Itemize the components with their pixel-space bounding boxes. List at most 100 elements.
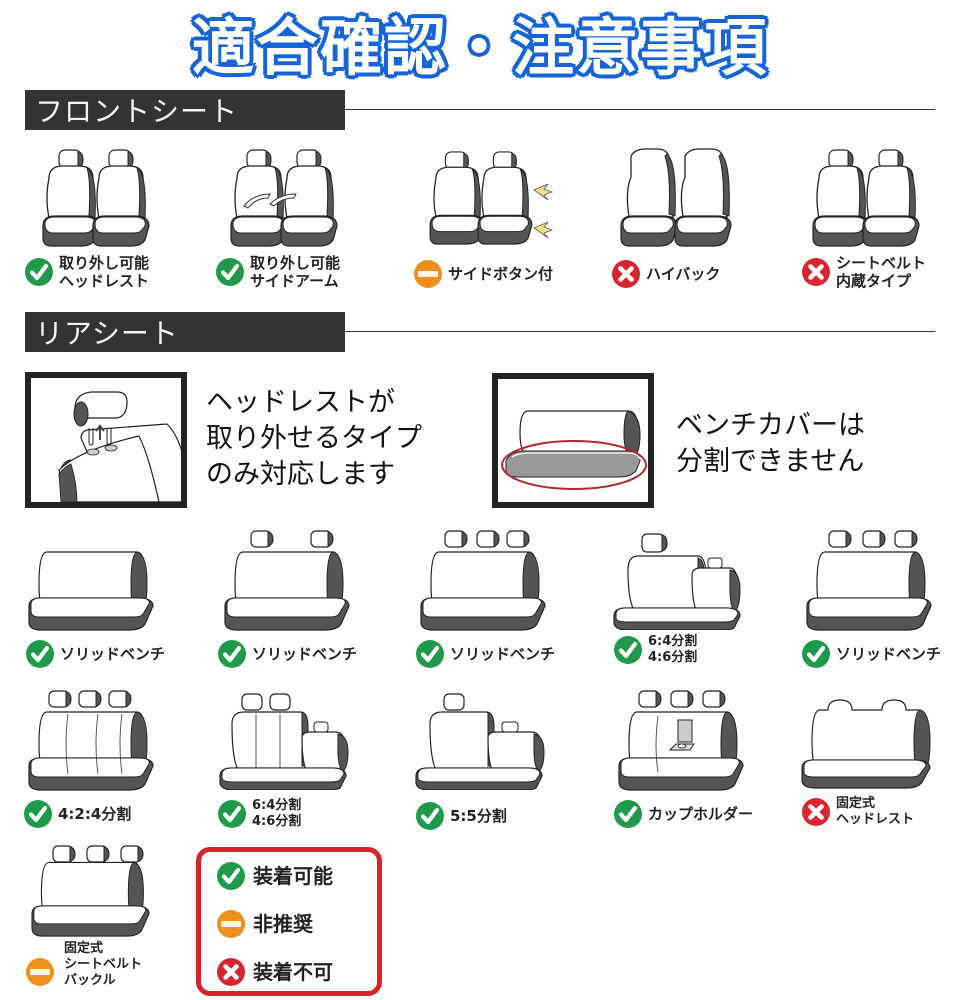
item-label: カップホルダー [648,805,754,823]
legend-item-compatible: 装着可能 [217,862,333,890]
item-label: 取り外し可能 [250,254,341,272]
legend-item-not-recommended: 非推奨 [217,910,313,938]
minus-icon [26,958,54,986]
check-icon [26,640,54,668]
cross-icon [612,260,640,288]
item-label: 内蔵タイプ [836,272,912,290]
item-label: ソリッドベンチ [60,645,166,663]
front-item-removable-side-arm: 取り外し可能 サイドアーム [216,148,390,298]
minus-icon [414,260,442,288]
rear-item-split-424: 4:2:4分割 [22,690,192,835]
minus-icon [217,910,245,938]
bench-notice-text: ベンチカバーは 分割できません [676,408,865,480]
bench-cover-not-split-icon [501,410,647,490]
check-icon [614,800,642,828]
rear-item-solid-bench-4: ソリッドベンチ [800,530,960,670]
item-label: ヘッドレスト [59,272,150,290]
rear-item-split-64-b: 6:4分割 4:6分割 [218,690,388,835]
check-icon [416,640,444,668]
notice-line: ヘッドレストが [206,387,395,418]
notice-line: ベンチカバーは [676,410,865,441]
front-seat-illustration [668,148,738,248]
front-item-side-button: サイドボタン付 [414,148,590,298]
item-label: 5:5分割 [450,807,507,825]
rear-item-solid-bench-3: ソリッドベンチ [414,530,584,670]
notice-line: 分割できません [676,446,865,477]
item-label: シートベルト [64,957,143,972]
check-icon [216,258,244,286]
headrest-notice-illustration [25,372,190,508]
item-label: ソリッドベンチ [450,645,556,663]
check-icon [218,800,246,828]
check-icon [802,640,830,668]
item-label: 4:2:4分割 [58,805,132,823]
item-label: 4:6分割 [648,650,698,665]
item-label: 固定式 [836,796,876,811]
cup-holder-icon [655,715,695,773]
removable-headrest-icon [58,391,190,503]
front-item-built-in-seatbelt: シートベルト 内蔵タイプ [800,148,960,298]
item-label: サイドアーム [250,272,339,290]
item-label: 4:6分割 [252,814,302,829]
item-label: シートベルト [836,254,927,272]
front-item-removable-headrest: 取り外し可能 ヘッドレスト [25,148,200,298]
split-line-icon [65,713,123,775]
item-label: ハイバック [646,265,721,283]
legend-label: 装着可能 [253,864,333,888]
check-icon [217,862,245,890]
header-rule [345,108,935,110]
item-label: 6:4分割 [648,634,698,649]
legend-item-incompatible: 装着不可 [217,958,333,986]
check-icon [614,636,642,664]
bench-seat-illustration [22,542,162,632]
split-bench-illustration [219,693,349,790]
page-title-banner: 適合確認・注意事項 [0,2,960,86]
item-label: 取り外し可能 [59,254,150,272]
legend-label: 非推奨 [253,912,313,936]
rear-item-split-64: 6:4分割 4:6分割 [612,530,782,670]
status-legend: 装着可能 非推奨 装着不可 [196,847,382,996]
bench-seat-illustration [24,853,159,938]
front-seat-illustration [86,148,156,248]
rear-seat-title: リアシート [25,312,345,352]
item-label: バックル [64,973,116,988]
rear-item-solid-bench-2: ソリッドベンチ [218,530,388,670]
check-icon [416,802,444,830]
front-item-high-back: ハイバック [612,148,782,298]
split-bench-illustration [415,693,545,790]
bench-seat-illustration [218,542,358,632]
arrow-pointer-icon [533,183,554,239]
bench-seat-illustration [414,542,554,632]
headrest-notice-text: ヘッドレストが 取り外せるタイプ のみ対応します [206,385,422,493]
front-seat-illustration [856,148,926,248]
item-label: ヘッドレスト [836,812,915,827]
rear-item-cup-holder: カップホルダー [612,690,782,835]
split-bench-illustration [613,533,741,630]
bench-seat-illustration [800,542,940,632]
item-label: ソリッドベンチ [836,645,942,663]
rear-item-fixed-seatbelt-buckle: 固定式 シートベルト バックル [24,845,194,995]
front-seat-header: フロントシート [25,90,935,130]
item-label: 固定式 [64,941,104,956]
rear-seat-header: リアシート [25,312,935,352]
front-seat-illustration [472,150,538,246]
front-seat-title: フロントシート [25,90,345,130]
fixed-headrest-bench-illustration [801,699,931,789]
cross-icon [802,258,830,286]
notice-line: 取り外せるタイプ [206,423,422,454]
item-label: ソリッドベンチ [252,645,358,663]
header-rule [345,330,935,332]
check-icon [25,258,53,286]
check-icon [24,800,52,828]
notice-line: のみ対応します [206,459,395,490]
cross-icon [217,958,245,986]
cross-icon [802,798,830,826]
rear-item-fixed-headrest: 固定式 ヘッドレスト [800,690,960,835]
rear-item-solid-bench-1: ソリッドベンチ [22,530,192,670]
item-label: サイドボタン付 [448,265,554,283]
side-arm-icon [243,193,297,209]
rear-item-split-55: 5:5分割 [414,690,584,835]
page-title: 適合確認・注意事項 [190,10,768,86]
bench-notice-illustration [492,373,654,508]
legend-label: 装着不可 [253,960,333,984]
